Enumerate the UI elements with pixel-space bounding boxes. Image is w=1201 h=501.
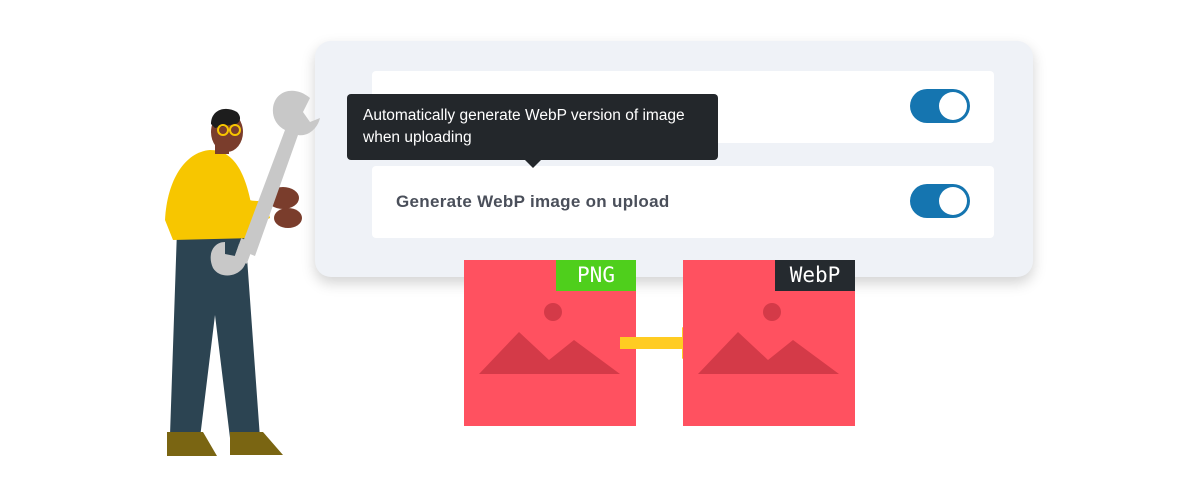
settings-panel: Generate WebP image on upload <box>315 41 1033 277</box>
generate-webp-toggle[interactable] <box>910 184 970 218</box>
auto-webp-toggle[interactable] <box>910 89 970 123</box>
setting-label: Generate WebP image on upload <box>396 192 670 211</box>
png-image-card: PNG <box>464 260 636 426</box>
image-placeholder-icon <box>698 303 839 374</box>
tooltip: Automatically generate WebP version of i… <box>347 94 718 168</box>
png-badge: PNG <box>556 260 636 291</box>
wrench-icon <box>210 90 320 276</box>
setting-row-generate-webp: Generate WebP image on upload <box>372 166 994 238</box>
image-placeholder-icon <box>479 303 620 374</box>
toggle-knob <box>939 187 967 215</box>
webp-image-card: WebP <box>683 260 855 426</box>
tooltip-text: Automatically generate WebP version of i… <box>363 107 685 146</box>
tooltip-arrow <box>525 160 541 168</box>
webp-badge: WebP <box>775 260 855 291</box>
person-with-wrench-illustration <box>165 90 320 456</box>
toggle-knob <box>939 92 967 120</box>
